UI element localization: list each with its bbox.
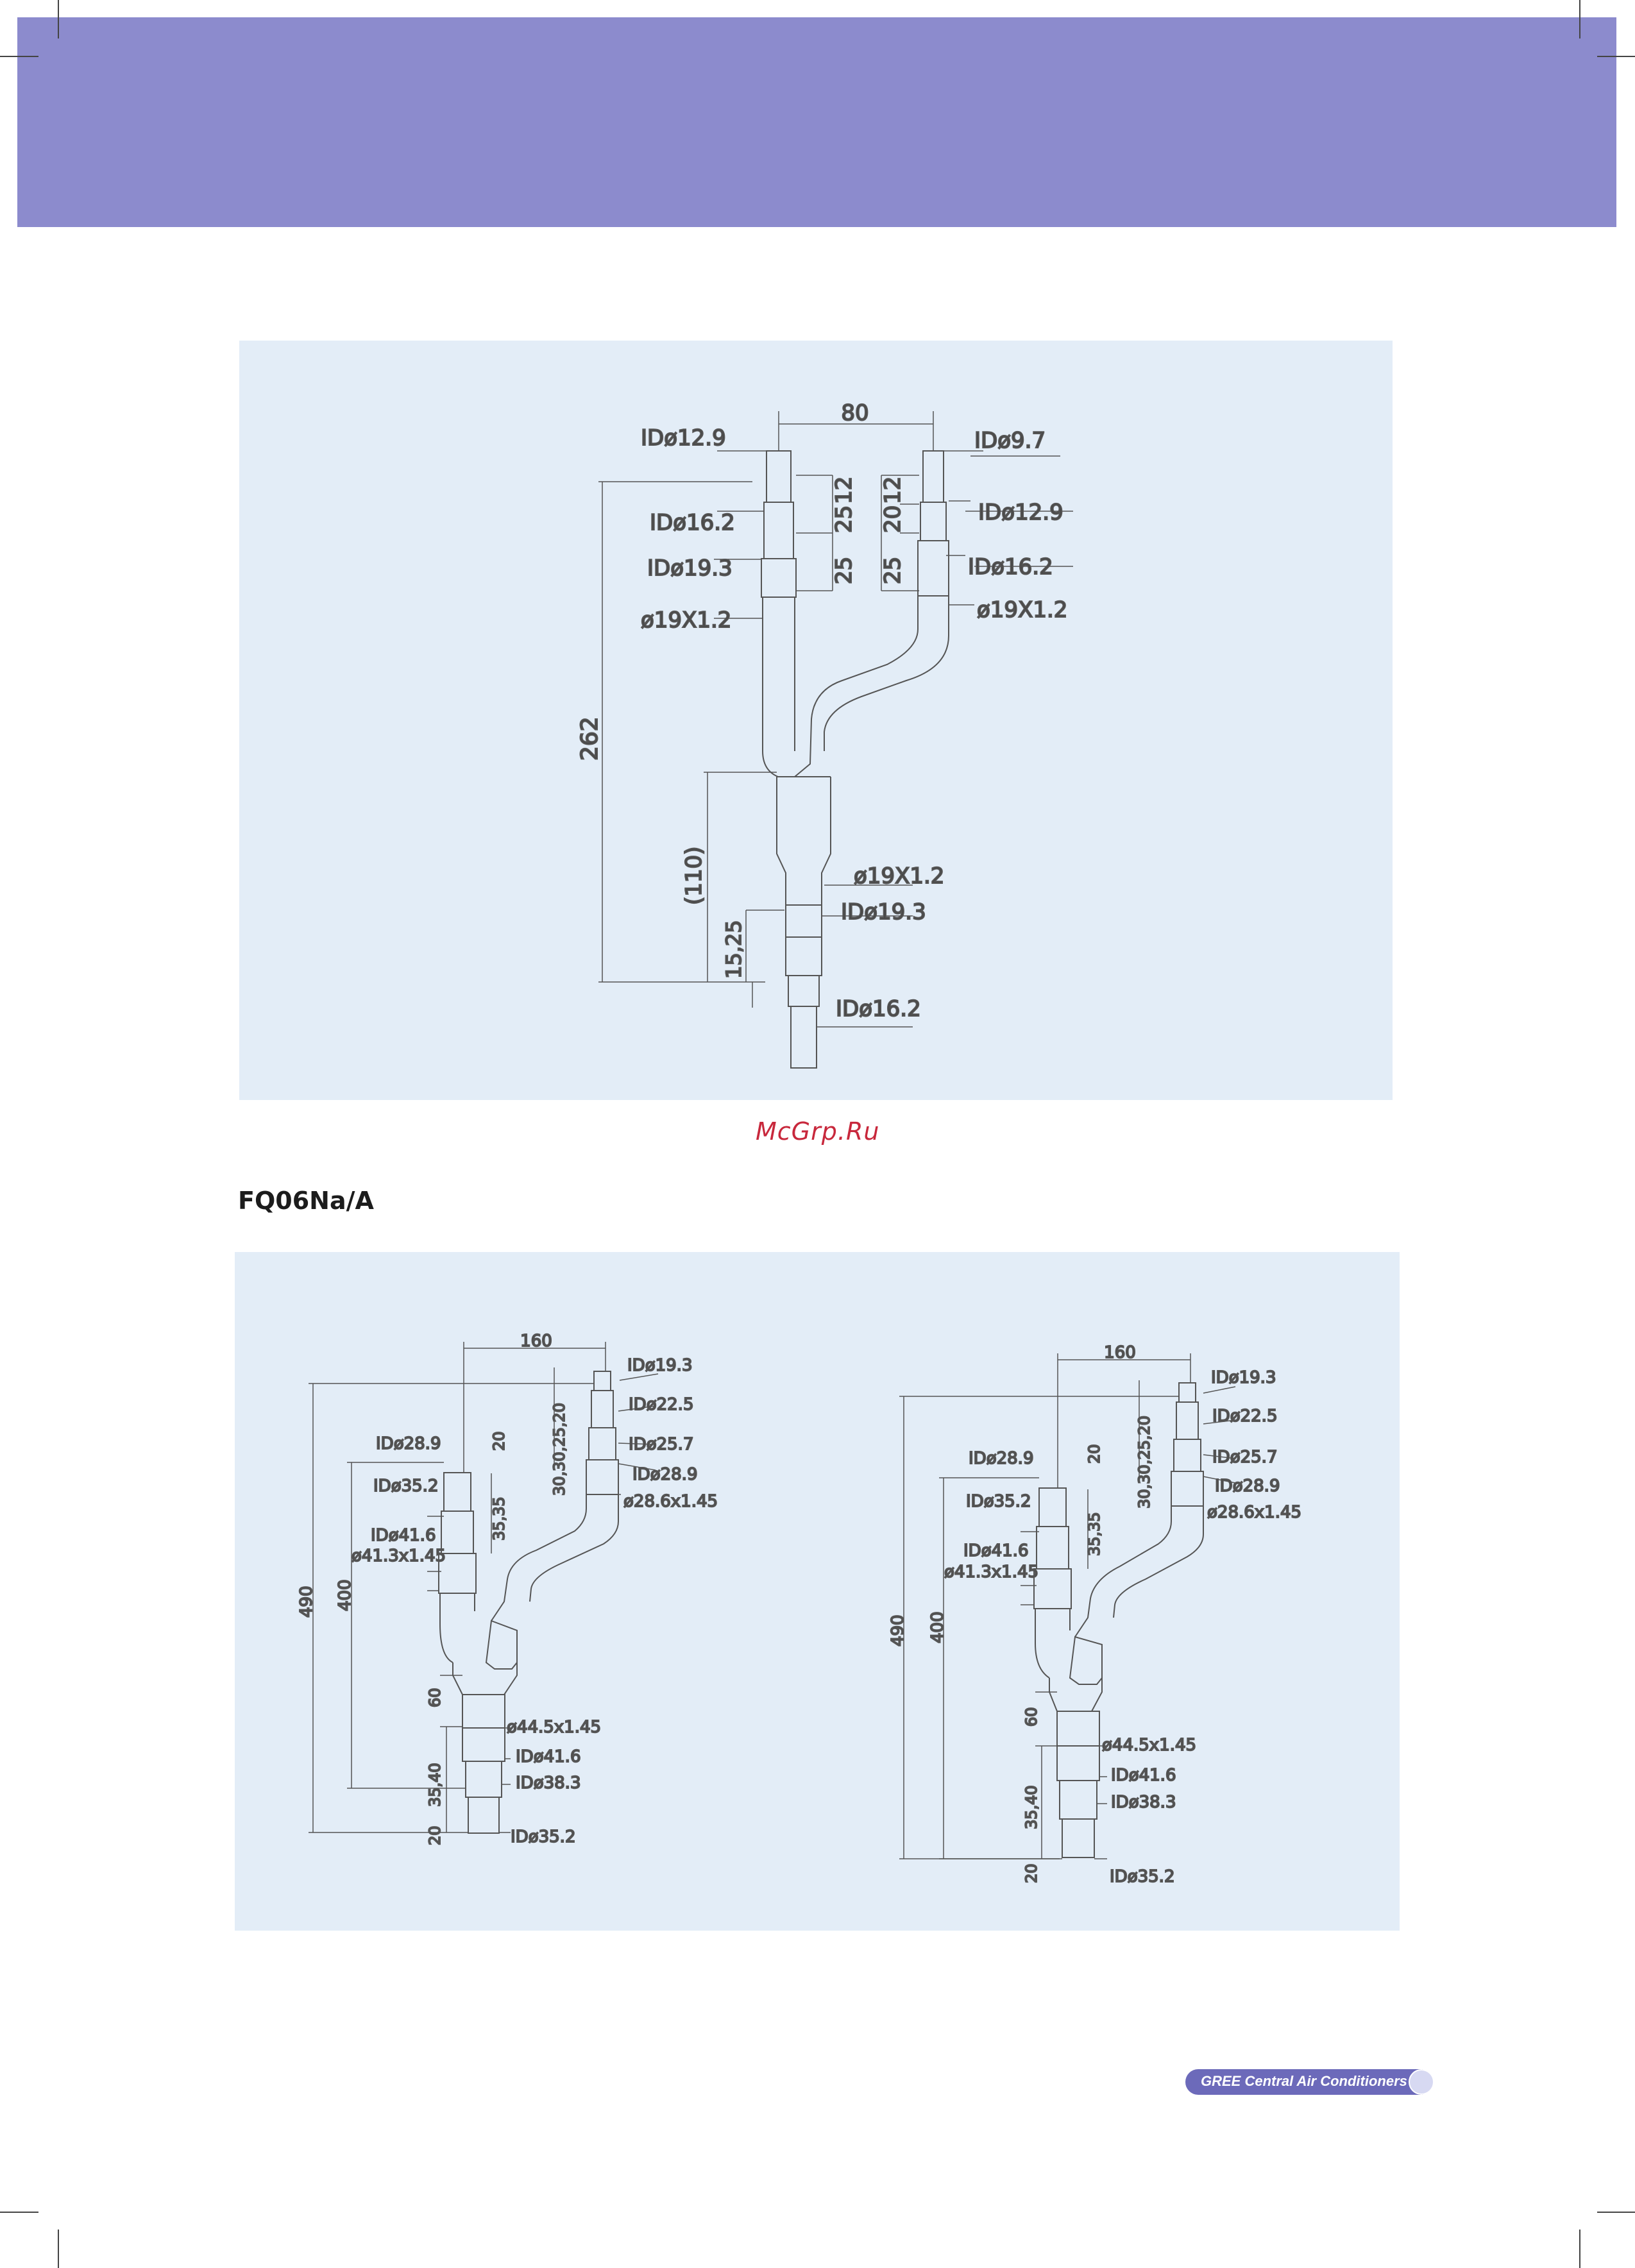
right-pipe-section-1 — [922, 450, 944, 503]
left-pipe-section-3 — [761, 558, 797, 598]
label-top-width: 80 — [841, 400, 868, 426]
br-label-l-pipe: ø41.3x1.45 — [944, 1562, 1038, 1582]
left-pipe-section-1 — [766, 450, 792, 503]
bottom-pipe-section-3 — [788, 975, 820, 1007]
footer-pill — [1185, 2069, 1423, 2095]
bl-label-r-pipe: ø28.6x1.45 — [623, 1492, 718, 1511]
label-left-id-top: IDø12.9 — [641, 425, 726, 451]
label-left-id-3: IDø19.3 — [647, 555, 733, 581]
crop-mark — [1579, 2230, 1580, 2268]
br-label-r-id2: IDø22.5 — [1212, 1407, 1278, 1426]
label-bottom-id-1: IDø19.3 — [841, 899, 926, 925]
bottom-right-branch-drawing: 160 IDø19.3 IDø22.5 IDø25.7 IDø28.9 ø28.… — [888, 1342, 1302, 1887]
bl-label-l-id3: IDø41.6 — [371, 1526, 436, 1545]
bl-label-b-dim20: 20 — [426, 1825, 444, 1845]
bottom-pipe-section-4 — [790, 1006, 817, 1069]
merged-body — [776, 777, 831, 905]
right-pipe-section-3 — [917, 540, 949, 597]
bl-label-l-id2: IDø35.2 — [373, 1477, 439, 1496]
watermark: McGrp.Ru — [756, 1117, 880, 1146]
label-right-pipe: ø19X1.2 — [977, 597, 1067, 623]
crop-mark — [0, 56, 38, 57]
bl-label-l-dims: 35,35 — [490, 1496, 508, 1541]
label-right-id-top: IDø9.7 — [974, 428, 1046, 453]
br-label-b-pipe: ø44.5x1.45 — [1102, 1736, 1196, 1755]
bl-label-b-id1: IDø41.6 — [516, 1747, 581, 1766]
br-label-l-id2: IDø35.2 — [966, 1492, 1031, 1511]
bl-label-l-dim1: 20 — [490, 1431, 508, 1451]
header-band — [17, 17, 1616, 227]
right-pipe-section-2 — [920, 502, 947, 541]
crop-mark — [1597, 56, 1635, 57]
br-label-overall: 490 — [888, 1614, 908, 1646]
crop-mark — [1579, 0, 1580, 38]
footer-brand: GREE Central Air Conditioners — [1185, 2069, 1434, 2095]
crop-mark — [58, 2230, 59, 2268]
right-pipe-bend-outer — [794, 596, 919, 777]
br-label-r-id3: IDø25.7 — [1212, 1448, 1278, 1467]
bl-label-b-id2: IDø38.3 — [516, 1773, 581, 1793]
label-lower-height: (110) — [681, 847, 707, 905]
bottom-diagram-panel: 160 IDø19.3 IDø22.5 IDø25.7 IDø28.9 ø28.… — [235, 1252, 1400, 1931]
crop-mark — [58, 0, 59, 38]
br-label-b-id3: IDø35.2 — [1110, 1867, 1175, 1886]
crop-mark — [1597, 2212, 1635, 2213]
bl-label-h400: 400 — [335, 1579, 355, 1611]
bl-label-d60: 60 — [426, 1688, 444, 1707]
br-label-r-dims: 30,30,25,20 — [1135, 1416, 1153, 1509]
bl-label-r-id3: IDø25.7 — [629, 1435, 694, 1454]
label-bottom-id-2: IDø16.2 — [836, 996, 921, 1022]
label-lower-dims: 15,25 — [722, 920, 746, 979]
label-overall-height: 262 — [577, 716, 603, 761]
bl-label-r-dims: 30,30,25,20 — [550, 1403, 568, 1496]
bl-label-l-id1: IDø28.9 — [376, 1434, 441, 1453]
footer-dot-icon — [1409, 2069, 1434, 2095]
model-heading: FQ06Na/A — [238, 1187, 374, 1215]
label-right-dim-a: 25 — [880, 557, 906, 584]
br-label-h400: 400 — [928, 1611, 947, 1643]
br-label-b-id2: IDø38.3 — [1111, 1793, 1176, 1812]
bl-label-r-id1: IDø19.3 — [627, 1356, 693, 1375]
bl-label-b-id3: IDø35.2 — [511, 1827, 576, 1847]
label-right-id-2: IDø12.9 — [978, 500, 1063, 525]
label-left-dim-c: 12 — [831, 477, 857, 504]
br-label-b-dims: 35,40 — [1022, 1785, 1040, 1829]
br-label-r-id1: IDø19.3 — [1211, 1368, 1276, 1387]
bl-label-overall: 490 — [297, 1586, 316, 1618]
top-diagram-panel: 80 IDø12.9 IDø16.2 IDø19.3 ø19X1.2 IDø9.… — [239, 341, 1393, 1100]
br-label-l-dim1: 20 — [1085, 1444, 1103, 1464]
label-bottom-pipe: ø19X1.2 — [854, 863, 944, 889]
br-label-r-pipe: ø28.6x1.45 — [1207, 1503, 1301, 1522]
label-left-id-2: IDø16.2 — [650, 510, 735, 536]
bottom-pipe-section-2 — [785, 936, 822, 976]
bottom-pipe-section-1 — [785, 904, 822, 938]
label-left-pipe: ø19X1.2 — [641, 607, 731, 633]
right-pipe-bend-inner — [824, 596, 949, 751]
br-label-b-id1: IDø41.6 — [1111, 1766, 1176, 1785]
label-left-dim-b: 25 — [831, 505, 857, 533]
top-branch-pipe-drawing: 80 IDø12.9 IDø16.2 IDø19.3 ø19X1.2 IDø9.… — [576, 400, 1073, 1069]
label-left-dim-a: 25 — [831, 557, 857, 584]
br-label-r-id4: IDø28.9 — [1215, 1477, 1280, 1496]
left-pipe-body — [762, 597, 788, 777]
label-right-dim-b: 20 — [880, 505, 906, 533]
bottom-left-branch-drawing: 160 IDø19.3 IDø22.5 IDø25.7 IDø28.9 ø28.… — [296, 1331, 718, 1847]
left-pipe-section-2 — [763, 502, 794, 559]
label-right-id-3: IDø16.2 — [968, 554, 1053, 580]
br-label-b-dim20: 20 — [1022, 1863, 1040, 1883]
label-right-dim-c: 12 — [880, 477, 906, 504]
br-label-l-dims: 35,35 — [1085, 1512, 1103, 1556]
crop-mark — [0, 2212, 38, 2213]
bl-label-b-pipe: ø44.5x1.45 — [507, 1718, 601, 1737]
footer-brand-text: GREE Central Air Conditioners — [1201, 2073, 1407, 2089]
br-label-l-id3: IDø41.6 — [963, 1541, 1029, 1561]
bl-label-b-dims: 35,40 — [426, 1763, 444, 1807]
bl-label-l-pipe: ø41.3x1.45 — [352, 1546, 446, 1566]
bl-label-width: 160 — [520, 1332, 552, 1351]
bl-label-r-id2: IDø22.5 — [629, 1395, 694, 1414]
br-label-d60: 60 — [1022, 1707, 1040, 1727]
br-label-width: 160 — [1104, 1343, 1136, 1362]
br-label-l-id1: IDø28.9 — [969, 1449, 1034, 1468]
bl-label-r-id4: IDø28.9 — [632, 1465, 698, 1484]
